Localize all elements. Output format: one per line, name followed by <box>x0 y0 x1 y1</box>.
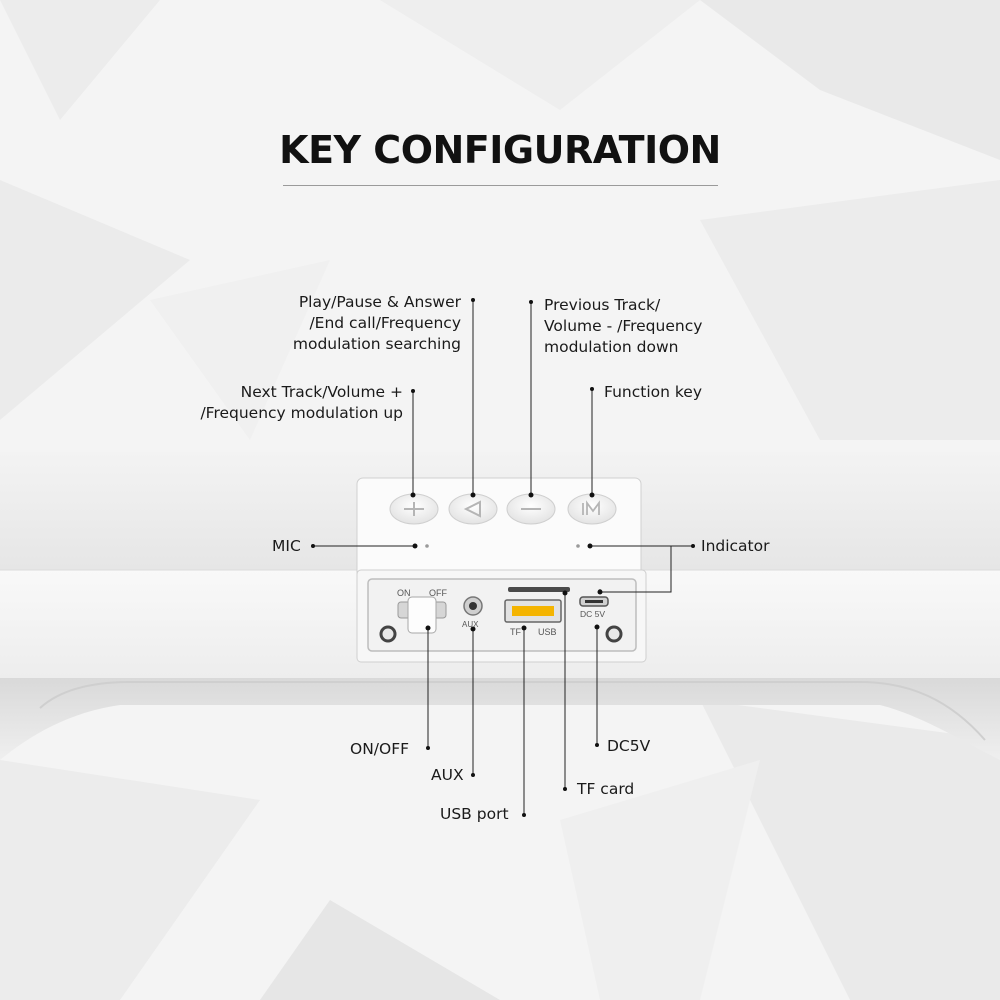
function-mode-button <box>567 493 617 525</box>
next-track-label: Next Track/Volume + /Frequency modulatio… <box>200 382 403 424</box>
panel-dc-label: DC 5V <box>580 609 606 619</box>
indicator-light <box>576 544 580 548</box>
usb-port-label: USB port <box>440 805 509 823</box>
previous-track-label-line: modulation down <box>544 338 679 356</box>
usb-port <box>504 599 562 623</box>
panel-usb-label: USB <box>538 627 557 637</box>
dc5v-port <box>579 596 609 607</box>
tf-card-slot <box>508 587 570 592</box>
title-divider <box>283 185 718 186</box>
function-key-label: Function key <box>604 383 702 401</box>
panel-on-label: ON <box>397 588 411 598</box>
panel-aux-label: AUX <box>462 620 479 629</box>
mic-hole <box>425 544 429 548</box>
page-title: KEY CONFIGURATION <box>279 128 721 172</box>
previous-track-label: Previous Track/ Volume - /Frequency modu… <box>544 295 702 358</box>
volume-up-button <box>389 493 439 525</box>
on-off-label: ON/OFF <box>350 740 410 758</box>
play-pause-label-line: Play/Pause & Answer <box>298 293 461 311</box>
indicator-label: Indicator <box>701 537 770 555</box>
tf-card-label: TF card <box>577 780 635 798</box>
mic-label: MIC <box>272 537 301 555</box>
previous-track-label-line: Volume - /Frequency <box>544 317 703 335</box>
play-pause-label: Play/Pause & Answer /End call/Frequency … <box>293 292 461 355</box>
next-track-label-line: Next Track/Volume + <box>240 383 403 401</box>
play-pause-button <box>448 493 498 525</box>
next-track-label-line: /Frequency modulation up <box>200 404 403 422</box>
aux-jack <box>463 596 483 616</box>
on-off-switch <box>397 596 447 634</box>
previous-track-label-line: Previous Track/ <box>544 296 661 314</box>
play-pause-label-line: /End call/Frequency <box>309 314 461 332</box>
panel-off-label: OFF <box>429 588 447 598</box>
panel-tf-label: TF <box>510 627 521 637</box>
aux-label: AUX <box>431 766 464 784</box>
volume-down-button <box>506 493 556 525</box>
play-pause-label-line: modulation searching <box>292 335 461 353</box>
dc5v-label: DC5V <box>607 737 651 755</box>
